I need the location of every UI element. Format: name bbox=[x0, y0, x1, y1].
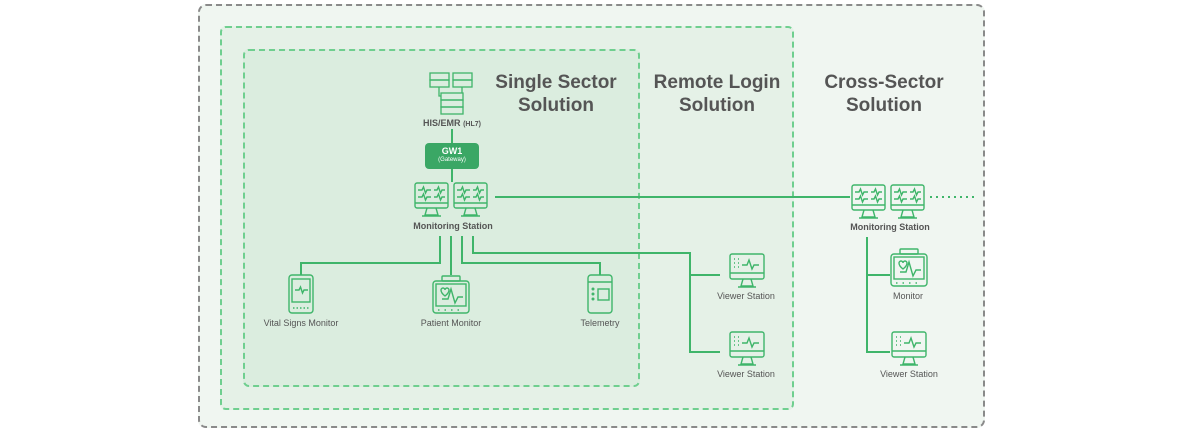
link-station-viewers bbox=[472, 236, 720, 353]
viewer-monitor-icon bbox=[729, 331, 765, 366]
his-emr-label: HIS/EMR (HL7) bbox=[423, 118, 481, 128]
telemetry-label: Telemetry bbox=[580, 318, 620, 328]
single-sector-title: Single Sector Solution bbox=[466, 71, 646, 117]
cross-sector-title-line1: Cross-Sector bbox=[824, 72, 944, 93]
single-sector-title-line1: Single Sector bbox=[495, 72, 617, 93]
monitor-cross-label: Monitor bbox=[892, 291, 923, 301]
gateway-label: GW1 bbox=[441, 146, 463, 156]
vital-signs-device-icon bbox=[288, 274, 314, 314]
link-station-vital bbox=[300, 236, 441, 275]
viewer-station-2-label: Viewer Station bbox=[717, 369, 775, 379]
gateway-node[interactable]: GW1 (Gateway) bbox=[425, 143, 479, 169]
monitoring-station-cross-label: Monitoring Station bbox=[850, 222, 930, 232]
link-station-telemetry bbox=[461, 236, 601, 275]
dual-monitor-icon bbox=[851, 184, 925, 219]
gateway-sublabel: (Gateway) bbox=[438, 157, 466, 163]
server-rack-icon bbox=[429, 72, 473, 115]
remote-login-title: Remote Login Solution bbox=[627, 71, 807, 117]
viewer-monitor-icon bbox=[729, 253, 765, 288]
viewer-monitor-icon bbox=[891, 331, 927, 366]
patient-monitor-label: Patient Monitor bbox=[420, 318, 482, 328]
telemetry-device-icon bbox=[587, 274, 613, 314]
remote-login-title-line2: Solution bbox=[679, 95, 755, 116]
dual-monitor-icon bbox=[414, 182, 488, 217]
vital-signs-monitor-label: Vital Signs Monitor bbox=[263, 318, 339, 328]
patient-monitor-icon bbox=[432, 275, 470, 314]
single-sector-title-line2: Solution bbox=[518, 95, 594, 116]
viewer-station-cross-label: Viewer Station bbox=[880, 369, 938, 379]
patient-monitor-icon bbox=[890, 248, 928, 287]
monitoring-station-main-label: Monitoring Station bbox=[413, 221, 493, 231]
remote-login-title-line1: Remote Login bbox=[653, 72, 781, 93]
viewer-station-1-label: Viewer Station bbox=[717, 291, 775, 301]
cross-sector-title: Cross-Sector Solution bbox=[794, 71, 974, 117]
cross-sector-title-line2: Solution bbox=[846, 95, 922, 116]
